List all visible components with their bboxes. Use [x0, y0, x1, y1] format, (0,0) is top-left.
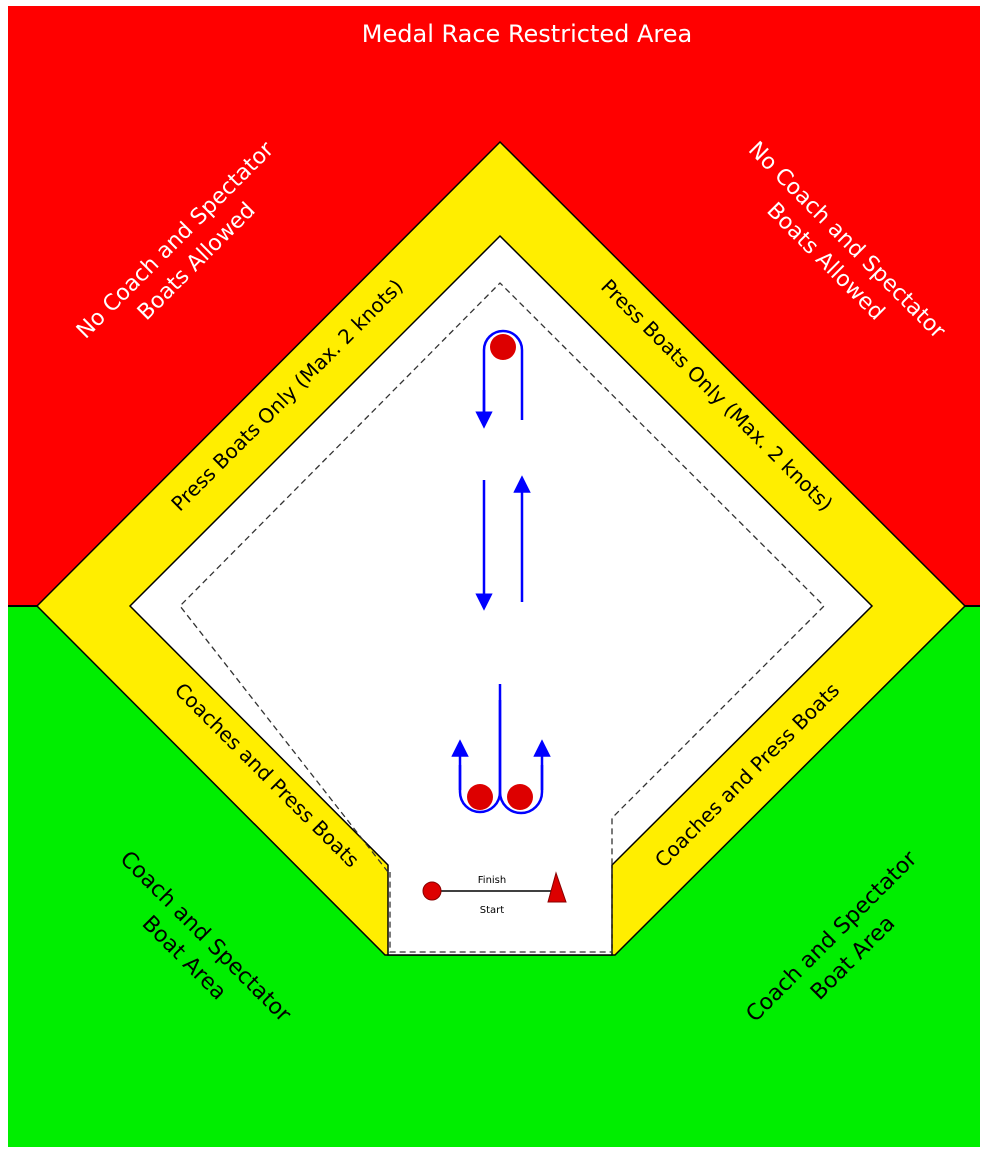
course-boundary-dashed [179, 282, 825, 953]
gate-left-rounding-path [458, 684, 502, 814]
windward-mark-icon [490, 334, 516, 360]
start-label: Start [480, 905, 505, 916]
committee-boat-icon [547, 871, 567, 903]
page-title: Medal Race Restricted Area [362, 20, 692, 48]
course-area [128, 234, 874, 956]
gate-right-rounding-path [498, 700, 544, 815]
course-route [451, 329, 551, 815]
start-finish-line: Finish Start [422, 871, 567, 916]
leeward-gate-left-icon [467, 784, 493, 810]
finish-pin-icon [422, 881, 442, 901]
leeward-gate-right-icon [507, 784, 533, 810]
finish-label: Finish [478, 875, 506, 886]
windward-rounding-path [482, 329, 524, 420]
